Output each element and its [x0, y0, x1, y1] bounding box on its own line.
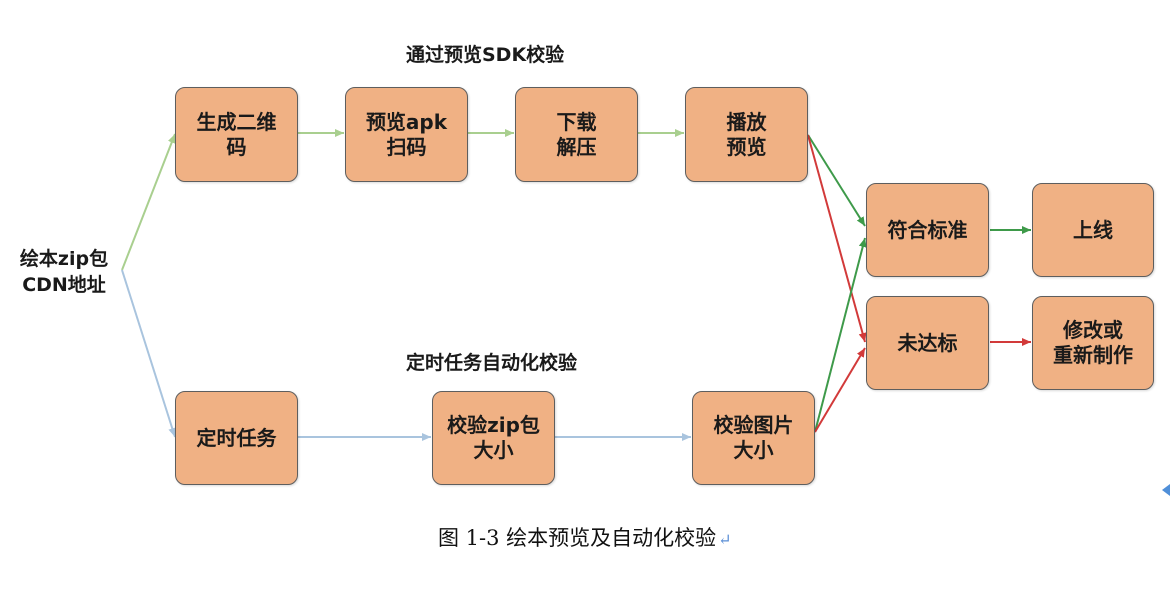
figure-caption-text: 图 1-3 绘本预览及自动化校验 — [438, 526, 717, 550]
node-preview-apk-scan: 预览apk 扫码 — [345, 87, 468, 182]
node-not-met: 未达标 — [866, 296, 989, 390]
node-check-image-size: 校验图片 大小 — [692, 391, 815, 485]
node-revise-or-remake: 修改或 重新制作 — [1032, 296, 1154, 390]
node-meets-standard: 符合标准 — [866, 183, 989, 277]
node-go-online: 上线 — [1032, 183, 1154, 277]
node-generate-qr: 生成二维 码 — [175, 87, 298, 182]
arrow-play-to-meets-standard — [807, 134, 866, 227]
heading-scheduled-auto-check: 定时任务自动化校验 — [406, 352, 578, 374]
figure-caption: 图 1-3 绘本预览及自动化校验↵ — [438, 522, 732, 552]
arrow-play-to-not-met — [807, 134, 867, 343]
heading-preview-sdk-check: 通过预览SDK校验 — [406, 44, 565, 66]
node-download-unzip: 下载 解压 — [515, 87, 638, 182]
node-check-zip-size: 校验zip包 大小 — [432, 391, 555, 485]
arrow-root-to-generate-qr — [121, 133, 176, 271]
node-play-preview: 播放 预览 — [685, 87, 808, 182]
return-mark-icon: ↵ — [718, 530, 732, 549]
arrow-check-image-to-not-met — [814, 347, 866, 433]
root-zip-cdn-address: 绘本zip包 CDN地址 — [19, 248, 109, 296]
scroll-marker-icon — [1162, 484, 1170, 496]
arrow-check-image-to-meets-standard — [814, 237, 867, 433]
node-scheduled-task: 定时任务 — [175, 391, 298, 485]
arrow-root-to-scheduled-task — [121, 269, 177, 438]
